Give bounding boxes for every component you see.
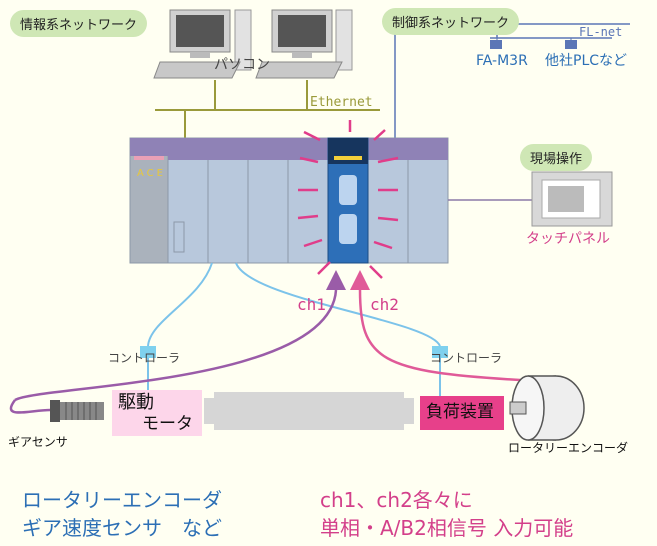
field-operation-label: 現場操作 — [520, 144, 593, 171]
pc-label: パソコン — [214, 57, 270, 73]
plc-rack — [129, 137, 449, 264]
gear-sensor-label: ギアセンサ — [8, 435, 68, 449]
controller-right-box — [432, 346, 448, 358]
flnet-label: FL-net — [579, 25, 623, 39]
shaft-icon — [204, 392, 414, 430]
ch2-arrow-icon — [350, 270, 370, 290]
footer-right-line1: ch1、ch2各々に — [320, 488, 473, 512]
pc-icon-left — [153, 9, 252, 79]
info-network-label: 情報系ネットワーク — [10, 10, 148, 37]
footer-right-line2: 単相・A/B2相信号 入力可能 — [320, 516, 574, 540]
ace-label: ACE — [137, 168, 166, 179]
ch1-signal-line — [14, 289, 338, 402]
ace-highlighted-module — [327, 137, 369, 264]
footer-left-line1: ロータリーエンコーダ — [22, 488, 222, 512]
footer-left-line2: ギア速度センサ など — [22, 516, 222, 540]
cable-controller-left — [147, 262, 213, 347]
fa-m3r-node-icon — [490, 40, 502, 49]
ethernet-label: Ethernet — [310, 95, 373, 110]
controller-left-label: コントローラ — [108, 351, 181, 365]
pc-icon-right — [255, 9, 353, 79]
controller-right-label: コントローラ — [430, 351, 503, 365]
controller-left-box — [140, 346, 156, 358]
fa-m3r-label: FA-M3R — [476, 53, 528, 69]
rotary-encoder-label: ロータリーエンコーダ — [508, 441, 629, 455]
rotary-encoder-icon — [509, 375, 585, 441]
cable-controller-right — [235, 262, 441, 347]
touch-panel-icon — [531, 171, 613, 227]
touch-panel-label: タッチパネル — [526, 231, 610, 247]
ch1-label: ch1 — [297, 295, 326, 314]
gear-sensor-icon — [50, 400, 104, 422]
drive-motor-line1: 駆動 — [118, 392, 154, 413]
other-plc-label: 他社PLCなど — [545, 53, 628, 69]
control-network-label: 制御系ネットワーク — [382, 8, 520, 35]
signal-rays — [297, 120, 399, 279]
ch1-arrow-icon — [326, 270, 346, 290]
other-plc-node-icon — [565, 40, 577, 49]
ch2-label: ch2 — [370, 295, 399, 314]
drive-motor-line2: モータ — [142, 414, 193, 434]
drive-motor-box: 駆動 モータ — [112, 390, 202, 436]
load-device-box: 負荷装置 — [420, 396, 504, 430]
load-device-label: 負荷装置 — [426, 402, 494, 422]
